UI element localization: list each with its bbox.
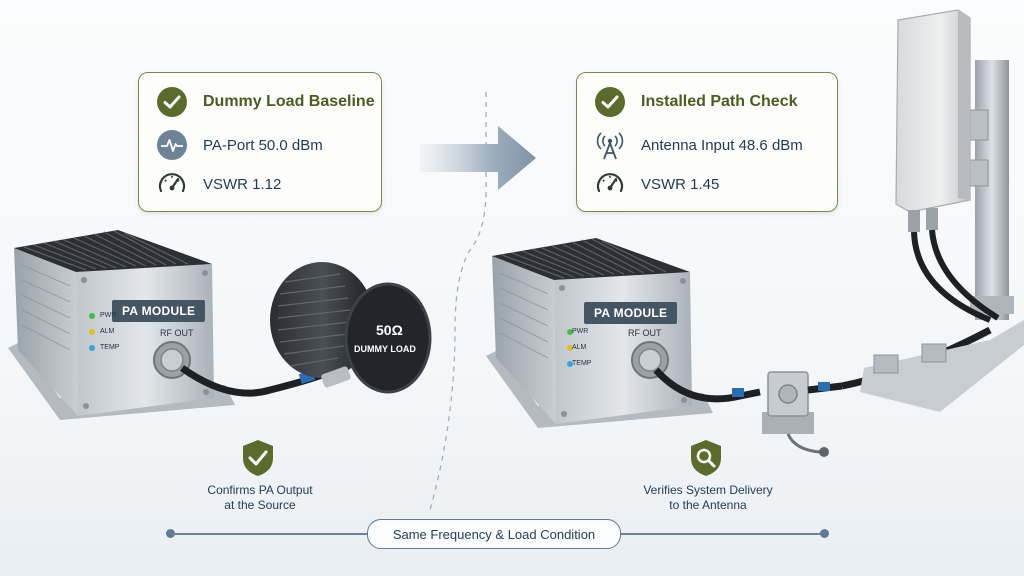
right-caption-line1: Verifies System Delivery bbox=[643, 483, 773, 497]
vswr-value: VSWR 1.12 bbox=[203, 175, 282, 193]
rf-out-label: RF OUT bbox=[628, 328, 662, 338]
same-condition-label: Same Frequency & Load Condition bbox=[367, 519, 621, 549]
dummy-load-label: DUMMY LOAD bbox=[354, 344, 416, 354]
check-circle-icon bbox=[593, 85, 627, 119]
left-caption: Confirms PA Output at the Source bbox=[160, 483, 360, 513]
installed-path-check-card: Installed Path Check Antenna Input 48.6 … bbox=[576, 72, 838, 212]
led-label-alm: ALM bbox=[572, 344, 587, 351]
card-title: Installed Path Check bbox=[641, 93, 798, 110]
led-label-temp: TEMP bbox=[572, 360, 592, 367]
led-label-pwr: PWR bbox=[572, 328, 589, 335]
timeline-dot-right bbox=[820, 529, 829, 538]
antenna-icon bbox=[593, 128, 627, 162]
arrow-right-icon bbox=[420, 126, 536, 190]
left-caption-line2: at the Source bbox=[224, 498, 296, 512]
antenna-input-power-value: Antenna Input 48.6 dBm bbox=[641, 136, 803, 154]
shield-check-icon bbox=[243, 440, 273, 476]
timeline-dot-left bbox=[166, 529, 175, 538]
led-label-pwr: PWR bbox=[100, 312, 117, 319]
pa-module-label: PA MODULE bbox=[112, 300, 206, 322]
timeline-line-left bbox=[172, 533, 368, 535]
led-label-temp: TEMP bbox=[100, 344, 120, 351]
left-caption-line1: Confirms PA Output bbox=[207, 483, 313, 497]
right-caption-line2: to the Antenna bbox=[669, 498, 747, 512]
timeline-line-right bbox=[619, 533, 821, 535]
pulse-icon bbox=[155, 128, 189, 162]
check-circle-icon bbox=[155, 85, 189, 119]
pa-module-label: PA MODULE bbox=[584, 302, 678, 324]
gauge-icon bbox=[155, 167, 189, 201]
shield-search-icon bbox=[691, 440, 721, 476]
dummy-load-baseline-card: Dummy Load Baseline PA-Port 50.0 dBm VSW… bbox=[138, 72, 382, 212]
right-caption: Verifies System Delivery to the Antenna bbox=[608, 483, 808, 513]
rf-out-label: RF OUT bbox=[160, 328, 194, 338]
gauge-icon bbox=[593, 167, 627, 201]
dummy-load-value-label: 50Ω bbox=[376, 322, 403, 338]
left-pa-module-illustration bbox=[8, 230, 432, 420]
vswr-value: VSWR 1.45 bbox=[641, 175, 720, 193]
pa-port-power-value: PA-Port 50.0 dBm bbox=[203, 136, 323, 154]
led-label-alm: ALM bbox=[100, 328, 115, 335]
right-pa-module-illustration bbox=[486, 9, 1024, 457]
card-title: Dummy Load Baseline bbox=[203, 93, 375, 110]
